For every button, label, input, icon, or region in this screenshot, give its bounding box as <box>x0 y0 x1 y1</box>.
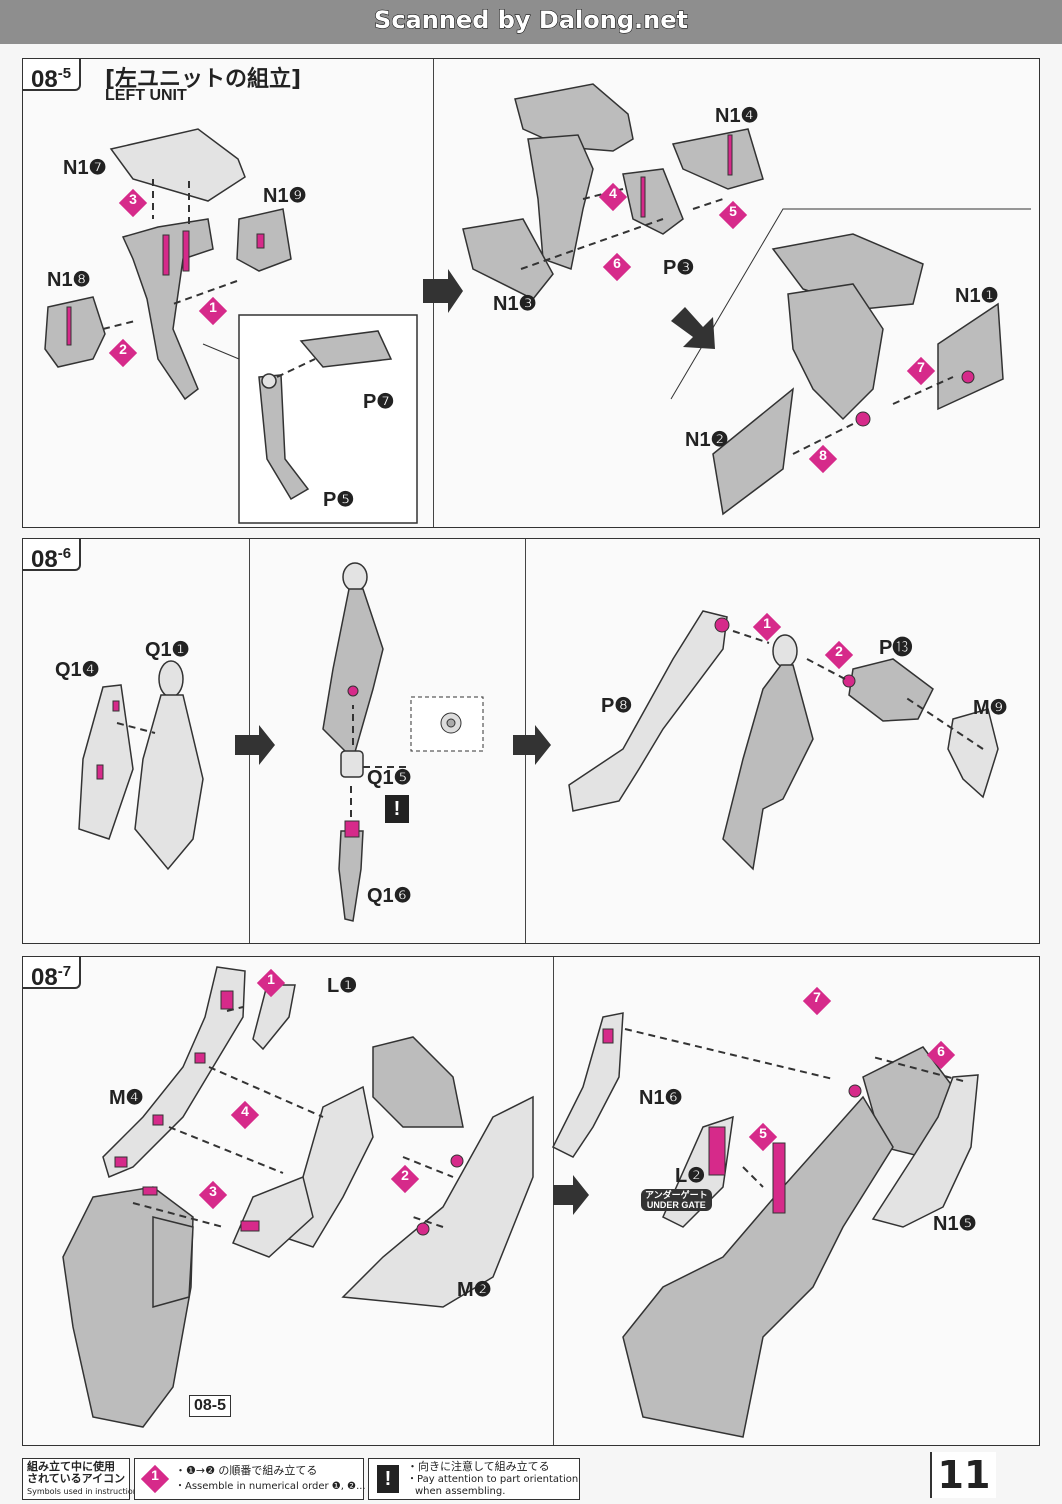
header-band <box>0 0 1062 44</box>
flow-arrows <box>553 1175 589 1215</box>
part-label-m9: M❾ <box>973 697 1008 719</box>
part-label-l1: L❶ <box>327 975 358 997</box>
step-5: 5 <box>718 200 748 230</box>
part-label-n19: N1❾ <box>263 185 307 207</box>
step-4: 4 <box>230 1100 260 1130</box>
step-icon-sample: 1 <box>140 1464 170 1494</box>
left-unit-illustration <box>44 83 1031 524</box>
part-label-n17: N1❼ <box>63 157 107 179</box>
section-08-6: 08-6 Q1❹ Q1❶ Q1❺ Q1❻ P⓭ <box>22 538 1040 944</box>
part-label-n15: N1❺ <box>933 1213 977 1235</box>
part-label-n11: N1❶ <box>955 285 999 307</box>
section-title: [左ユニットの組立] <box>105 67 302 92</box>
legend-order: 1 ・❶→❷ の順番で組み立てる ・Assemble in numerical … <box>134 1458 366 1500</box>
part-label-p5: P❺ <box>323 489 355 511</box>
part-label-q14: Q1❹ <box>55 659 100 681</box>
part-label-q16: Q1❻ <box>367 885 412 907</box>
part-label-m4: M❹ <box>109 1087 144 1109</box>
ref-tag-08-5: 08-5 <box>189 1395 232 1417</box>
part-label-p7: P❼ <box>363 391 395 413</box>
final-assembly-illustration <box>62 966 979 1438</box>
flow-arrows <box>423 269 715 349</box>
part-label-l2: L❷ <box>675 1165 706 1187</box>
part-label-n13: N1❸ <box>493 293 537 315</box>
step-3: 3 <box>118 188 148 218</box>
step-8: 8 <box>808 444 838 474</box>
part-label-n16: N1❻ <box>639 1087 683 1109</box>
legend-warn-jp: ・向きに注意して組み立てる <box>407 1460 550 1473</box>
part-label-n12: N1❷ <box>685 429 729 451</box>
watermark: Scanned by Dalong.net <box>374 6 689 35</box>
step-1: 1 <box>752 612 782 642</box>
step-4: 4 <box>598 182 628 212</box>
part-label-q11: Q1❶ <box>145 639 190 661</box>
step-7: 7 <box>906 356 936 386</box>
next-arrow-3 <box>235 725 275 765</box>
section-08-5: 08-5 [左ユニットの組立] LEFT UNIT <box>22 58 1040 528</box>
next-arrow-2 <box>671 307 715 349</box>
section-code-08-6: 08-6 <box>23 539 82 573</box>
part-label-n14: N1❹ <box>715 105 759 127</box>
legend-order-en: ・Assemble in numerical order ❶, ❷... <box>175 1481 366 1492</box>
step-3: 3 <box>198 1180 228 1210</box>
step-6: 6 <box>602 252 632 282</box>
legend-warn-en-1: ・Pay attention to part orientation <box>407 1474 579 1485</box>
page-number: 11 <box>930 1452 996 1498</box>
step-6: 6 <box>926 1040 956 1070</box>
legend-title-jp-2: されているアイコン <box>27 1472 126 1485</box>
legend-title-en: Symbols used in instructions <box>27 1487 142 1496</box>
section-code-08-7: 08-7 <box>23 957 82 991</box>
legend-warning: ! ・向きに注意して組み立てる ・Pay attention to part o… <box>368 1458 580 1500</box>
next-arrow-4 <box>513 725 551 765</box>
step-1: 1 <box>198 296 228 326</box>
section-subtitle: LEFT UNIT <box>105 87 187 104</box>
step-2: 2 <box>390 1164 420 1194</box>
legend-order-jp: ・❶→❷ の順番で組み立てる <box>175 1464 318 1477</box>
legend-title-box: 組み立て中に使用 されているアイコン Symbols used in instr… <box>22 1458 142 1500</box>
flow-arrows <box>235 725 551 765</box>
under-gate-tag: アンダーゲート UNDER GATE <box>641 1189 712 1211</box>
next-arrow-5 <box>553 1175 589 1215</box>
step-1: 1 <box>256 968 286 998</box>
section-code-08-5: 08-5 <box>23 59 82 93</box>
part-label-p3: P❸ <box>663 257 695 279</box>
legend-title-jp-1: 組み立て中に使用 <box>27 1460 115 1473</box>
step-5: 5 <box>748 1122 778 1152</box>
part-label-n18: N1❽ <box>47 269 91 291</box>
part-label-p8: P❽ <box>601 695 633 717</box>
next-arrow-1 <box>423 269 463 313</box>
part-label-p13: P⓭ <box>879 637 913 659</box>
legend-warn-en-2: when assembling. <box>415 1486 506 1497</box>
step-7: 7 <box>802 986 832 1016</box>
step-2: 2 <box>824 640 854 670</box>
warning-icon: ! <box>377 1465 399 1493</box>
part-label-q15: Q1❺ <box>367 767 412 789</box>
section-08-7: 08-7 L❶ M❹ <box>22 956 1040 1446</box>
part-label-m2: M❷ <box>457 1279 492 1301</box>
q1-assembly-illustration <box>78 562 999 922</box>
warning-icon: ! <box>385 795 409 823</box>
step-2: 2 <box>108 338 138 368</box>
